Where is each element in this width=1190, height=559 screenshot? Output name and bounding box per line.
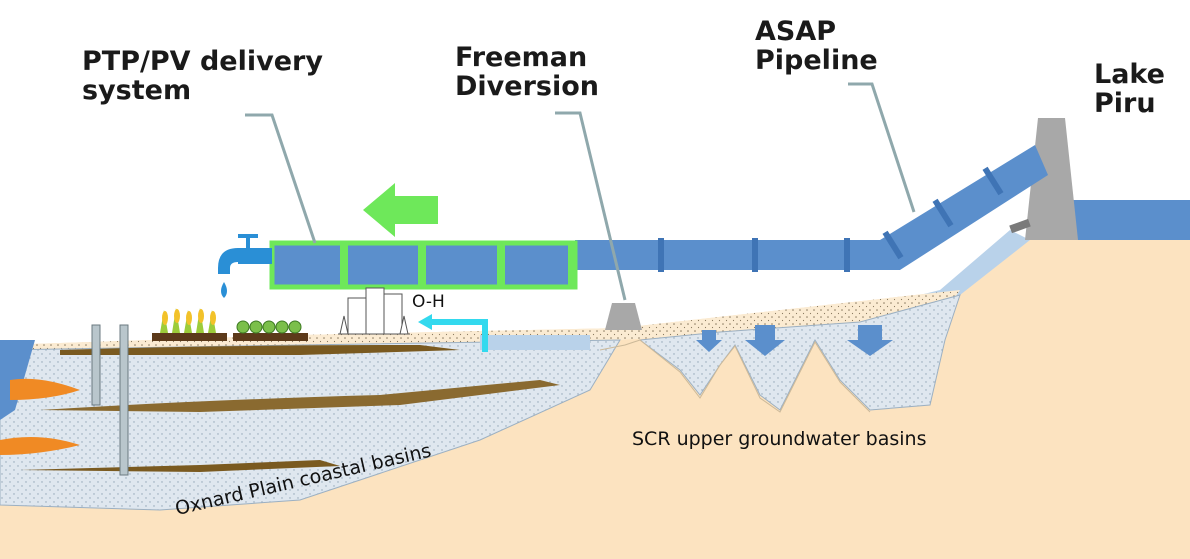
scr-basins <box>638 294 961 411</box>
label-scr: SCR upper groundwater basins <box>632 428 927 450</box>
oh-basin <box>480 335 590 350</box>
well-2 <box>119 324 129 476</box>
label-lake-line2: Piru <box>1094 88 1156 119</box>
alluvium-layer <box>0 290 960 360</box>
dam <box>1025 118 1078 240</box>
label-ptp-line1: PTP/PV delivery <box>82 46 323 77</box>
label-asap: ASAP Pipeline <box>755 17 878 75</box>
label-asap-line2: Pipeline <box>755 45 878 76</box>
label-freeman-line2: Diversion <box>455 71 599 102</box>
label-asap-line1: ASAP <box>755 16 837 47</box>
flow-arrow-cyan <box>418 314 488 352</box>
leader-lines <box>245 82 916 301</box>
ptp-joints <box>340 241 576 289</box>
clay-layer-3 <box>20 460 340 472</box>
tap-icon <box>218 234 272 298</box>
aquifer-lens-1 <box>10 378 80 400</box>
asap-pipe <box>575 145 1048 270</box>
label-ptp-line2: system <box>82 75 192 106</box>
clay-layer-2 <box>40 380 560 412</box>
ridges <box>599 339 871 413</box>
aquifer-lens-2 <box>0 436 80 455</box>
clay-layer-1 <box>60 345 460 355</box>
lake-water <box>1070 200 1190 240</box>
label-lake-line1: Lake <box>1094 59 1165 90</box>
label-lake: Lake Piru <box>1094 60 1165 118</box>
crops-corn-icon <box>152 308 227 341</box>
label-oh: O-H <box>412 292 445 312</box>
dam-outlet <box>1009 218 1031 234</box>
label-freeman: Freeman Diversion <box>455 43 599 101</box>
freeman-structure <box>605 303 642 330</box>
label-ptp: PTP/PV delivery system <box>82 47 323 105</box>
well-1 <box>91 324 101 406</box>
asap-joints <box>658 166 1004 272</box>
crops-lettuce-icon <box>233 320 308 341</box>
label-freeman-line1: Freeman <box>455 42 588 73</box>
recharge-arrows <box>696 325 893 356</box>
city-icon <box>338 287 410 335</box>
flow-arrow-green <box>363 183 438 237</box>
